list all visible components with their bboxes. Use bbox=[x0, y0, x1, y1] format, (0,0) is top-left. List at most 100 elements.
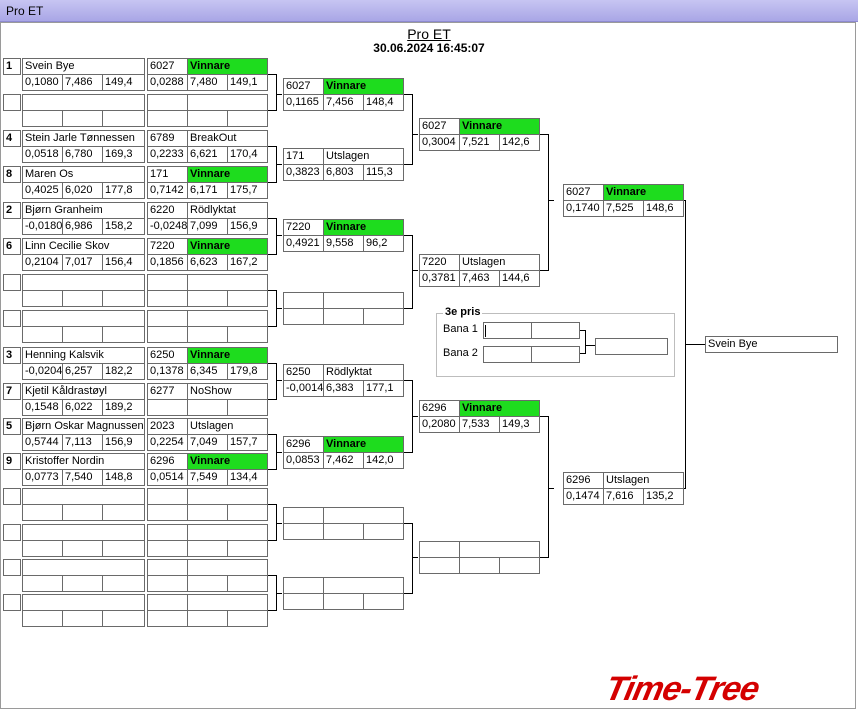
status-cell: Vinnare bbox=[323, 436, 404, 453]
elapsed-time-cell bbox=[187, 399, 228, 416]
seed-number[interactable]: 4 bbox=[3, 130, 21, 147]
seed-number[interactable]: 9 bbox=[3, 453, 21, 470]
elapsed-time-cell: 7,113 bbox=[62, 434, 103, 451]
bracket-connector bbox=[268, 182, 276, 183]
bracket-connector bbox=[268, 469, 276, 470]
seed-number[interactable] bbox=[3, 559, 21, 576]
reaction-time-cell bbox=[147, 504, 188, 521]
race-number-cell bbox=[147, 310, 188, 327]
status-cell bbox=[187, 524, 268, 541]
elapsed-time-cell: 7,533 bbox=[459, 416, 500, 433]
reaction-time-cell: 0,1378 bbox=[147, 363, 188, 380]
driver-name-field[interactable]: Linn Cecilie Skov bbox=[22, 238, 145, 255]
driver-name-field[interactable] bbox=[22, 310, 145, 327]
elapsed-time-cell bbox=[62, 540, 103, 557]
speed-cell: 157,7 bbox=[227, 434, 268, 451]
reaction-time-cell bbox=[22, 290, 63, 307]
seed-number[interactable]: 6 bbox=[3, 238, 21, 255]
bracket-connector bbox=[404, 593, 412, 594]
driver-name-field[interactable] bbox=[22, 94, 145, 111]
driver-name-field[interactable]: Kjetil Kåldrastøyl bbox=[22, 383, 145, 400]
speed-cell bbox=[102, 290, 145, 307]
seed-number[interactable] bbox=[3, 524, 21, 541]
reaction-time-cell: 0,1740 bbox=[563, 200, 604, 217]
driver-name-field[interactable] bbox=[22, 594, 145, 611]
reaction-time-cell: 0,2080 bbox=[419, 416, 460, 433]
reaction-time-cell bbox=[283, 523, 324, 540]
seed-number[interactable] bbox=[3, 488, 21, 505]
status-cell: Vinnare bbox=[459, 118, 540, 135]
reaction-time-cell bbox=[419, 557, 460, 574]
text-cursor bbox=[485, 325, 486, 337]
speed-cell bbox=[363, 523, 404, 540]
status-cell bbox=[187, 310, 268, 327]
reaction-time-cell: 0,3781 bbox=[419, 270, 460, 287]
speed-cell bbox=[102, 504, 145, 521]
seed-number[interactable]: 7 bbox=[3, 383, 21, 400]
lane2-label: Bana 2 bbox=[443, 347, 478, 359]
driver-name-field[interactable]: Svein Bye bbox=[22, 58, 145, 75]
reaction-time-cell: 0,1165 bbox=[283, 94, 324, 111]
seed-number[interactable]: 1 bbox=[3, 58, 21, 75]
speed-cell: 148,8 bbox=[102, 469, 145, 486]
bracket-connector bbox=[276, 523, 282, 524]
speed-cell bbox=[227, 110, 268, 127]
driver-name-field[interactable] bbox=[22, 559, 145, 576]
status-cell: Vinnare bbox=[459, 400, 540, 417]
seed-number[interactable] bbox=[3, 94, 21, 111]
status-cell bbox=[187, 488, 268, 505]
third-prize-lane2-input[interactable] bbox=[483, 346, 532, 363]
third-prize-box bbox=[436, 313, 675, 377]
reaction-time-cell: -0,0180 bbox=[22, 218, 63, 235]
driver-name-field[interactable] bbox=[22, 488, 145, 505]
driver-name-field[interactable]: Maren Os bbox=[22, 166, 145, 183]
seed-number[interactable]: 5 bbox=[3, 418, 21, 435]
driver-name-field[interactable]: Henning Kalsvik bbox=[22, 347, 145, 364]
reaction-time-cell bbox=[22, 110, 63, 127]
reaction-time-cell: 0,0773 bbox=[22, 469, 63, 486]
elapsed-time-cell: 6,257 bbox=[62, 363, 103, 380]
driver-name-field[interactable]: Bjørn Oskar Magnussen bbox=[22, 418, 145, 435]
page-title: Pro ET bbox=[407, 26, 451, 42]
speed-cell bbox=[363, 308, 404, 325]
reaction-time-cell bbox=[22, 540, 63, 557]
third-prize-connector bbox=[580, 330, 585, 331]
speed-cell bbox=[227, 399, 268, 416]
reaction-time-cell: 0,4921 bbox=[283, 235, 324, 252]
status-cell: Vinnare bbox=[187, 58, 268, 75]
bracket-connector bbox=[276, 218, 277, 255]
driver-name-field[interactable]: Stein Jarle Tønnessen bbox=[22, 130, 145, 147]
seed-number[interactable] bbox=[3, 310, 21, 327]
speed-cell bbox=[227, 575, 268, 592]
elapsed-time-cell: 6,780 bbox=[62, 146, 103, 163]
reaction-time-cell bbox=[147, 399, 188, 416]
reaction-time-cell: 0,2233 bbox=[147, 146, 188, 163]
elapsed-time-cell bbox=[187, 110, 228, 127]
driver-name-field[interactable] bbox=[22, 274, 145, 291]
driver-name-field[interactable]: Kristoffer Nordin bbox=[22, 453, 145, 470]
elapsed-time-cell: 7,462 bbox=[323, 452, 364, 469]
speed-cell: 156,9 bbox=[227, 218, 268, 235]
elapsed-time-cell bbox=[62, 610, 103, 627]
seed-number[interactable] bbox=[3, 274, 21, 291]
seed-number[interactable]: 2 bbox=[3, 202, 21, 219]
third-prize-lane1-cell bbox=[531, 322, 580, 339]
driver-name-field[interactable]: Bjørn Granheim bbox=[22, 202, 145, 219]
seed-number[interactable] bbox=[3, 594, 21, 611]
speed-cell: 182,2 bbox=[102, 363, 145, 380]
third-prize-lane1-input[interactable] bbox=[483, 322, 532, 339]
reaction-time-cell: 0,1474 bbox=[563, 488, 604, 505]
race-number-cell: 6296 bbox=[419, 400, 460, 417]
elapsed-time-cell: 6,623 bbox=[187, 254, 228, 271]
race-number-cell: 7220 bbox=[419, 254, 460, 271]
seed-number[interactable]: 8 bbox=[3, 166, 21, 183]
reaction-time-cell: -0,0014 bbox=[283, 380, 324, 397]
race-number-cell: 7220 bbox=[283, 219, 324, 236]
seed-number[interactable]: 3 bbox=[3, 347, 21, 364]
speed-cell bbox=[102, 575, 145, 592]
race-number-cell: 6277 bbox=[147, 383, 188, 400]
bracket-connector bbox=[412, 94, 413, 165]
reaction-time-cell: 0,2104 bbox=[22, 254, 63, 271]
speed-cell: 135,2 bbox=[643, 488, 684, 505]
driver-name-field[interactable] bbox=[22, 524, 145, 541]
